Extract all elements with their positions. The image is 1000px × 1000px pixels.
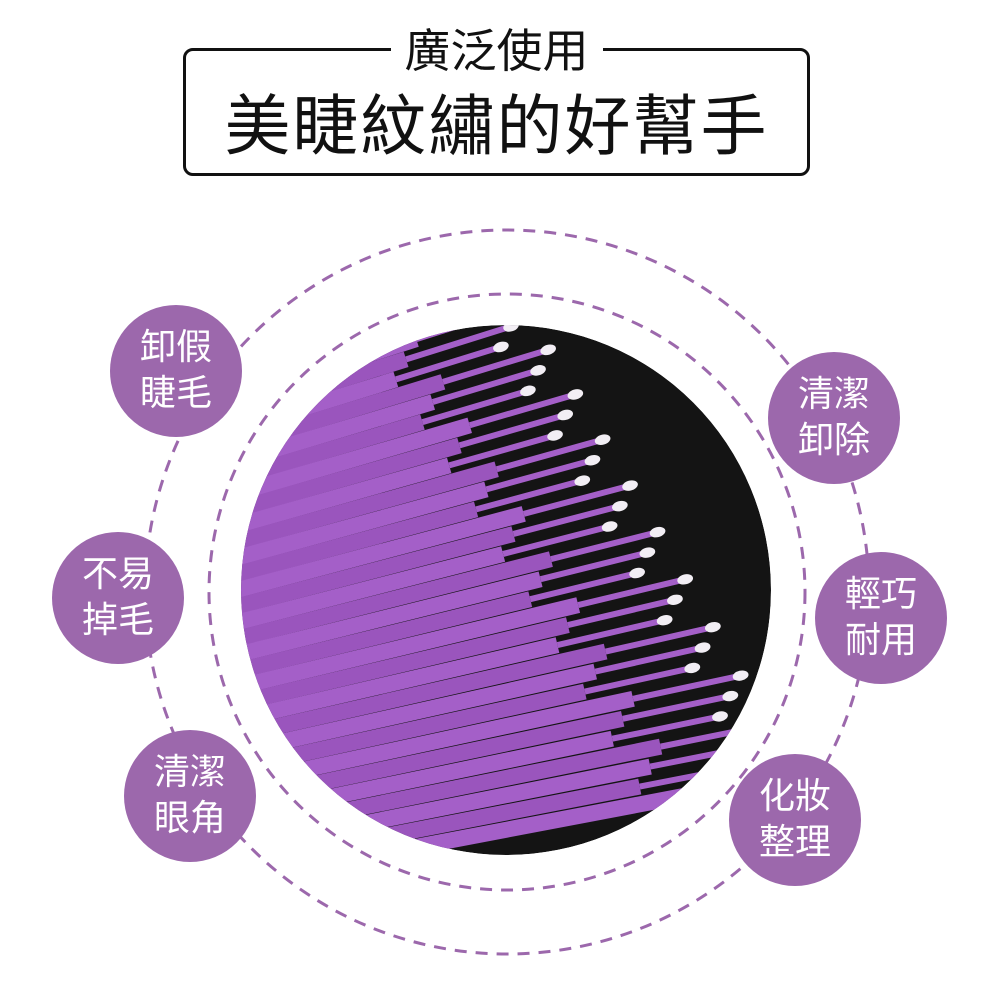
- brush-neck: [475, 477, 584, 513]
- brush-handle: [241, 501, 479, 592]
- brush-neck: [448, 432, 556, 469]
- brush-tip: [557, 409, 574, 421]
- title-box: 廣泛使用: [183, 24, 810, 176]
- brush-handle: [241, 591, 533, 688]
- brush-handle: [241, 394, 436, 480]
- brush-handle: [241, 546, 506, 640]
- brush-neck: [539, 549, 649, 583]
- brush-tip: [540, 344, 556, 356]
- brush-tip: [547, 430, 563, 441]
- brush-tip: [520, 385, 536, 397]
- badge-no-shedding: 不易掉毛: [52, 532, 184, 664]
- brush-tip: [594, 434, 611, 445]
- brush-neck: [556, 617, 666, 648]
- brush-neck: [405, 325, 512, 363]
- brush-neck: [584, 665, 693, 695]
- brush-handle: [241, 481, 489, 576]
- badge-clean-eye-corner: 清潔眼角: [124, 730, 256, 862]
- brush-neck: [567, 596, 676, 629]
- brush-tip: [732, 670, 749, 681]
- brush-neck: [502, 523, 611, 557]
- brush-neck: [380, 283, 485, 317]
- brush-handle: [241, 778, 642, 855]
- brush-tip: [722, 690, 739, 702]
- brush-neck: [594, 644, 704, 675]
- brush-tip: [475, 276, 493, 290]
- brush-tip: [574, 475, 591, 486]
- brush-neck: [611, 713, 721, 742]
- brush-tip: [667, 594, 683, 605]
- brush-handle: [241, 461, 499, 560]
- brush-neck: [485, 457, 594, 493]
- brush-neck: [495, 436, 604, 473]
- brush-neck: [468, 391, 577, 429]
- brush-handle: [241, 414, 425, 496]
- brush-tip: [694, 642, 711, 653]
- main-title: 美睫紋繡的好幫手: [224, 88, 769, 165]
- brush-neck: [550, 529, 659, 563]
- brush-neck: [394, 344, 502, 383]
- brush-neck: [604, 624, 714, 655]
- brush-neck: [622, 693, 731, 722]
- brush-tip: [503, 325, 519, 332]
- brush-tip: [622, 480, 638, 491]
- brush-tip: [684, 662, 701, 674]
- brush-neck: [529, 570, 638, 603]
- brush-tip: [656, 614, 673, 626]
- brush-tip: [649, 526, 666, 538]
- brush-handle: [241, 526, 516, 624]
- brush-neck: [390, 262, 494, 297]
- brush-neck: [421, 387, 529, 425]
- brush-tip: [704, 621, 721, 633]
- brush-tip: [530, 365, 546, 376]
- brush-neck: [431, 367, 539, 405]
- inner-dashed-ring: [207, 292, 807, 892]
- brush-handle: [241, 374, 446, 464]
- brush-tip: [485, 255, 503, 270]
- brush-handle: [241, 787, 690, 855]
- brush-tip: [512, 299, 530, 313]
- brush-tip: [677, 574, 694, 585]
- badge-remove-false-lashes: 卸假睫毛: [110, 305, 242, 437]
- brush-tip: [493, 341, 509, 353]
- badge-makeup-tidy: 化妝整理: [729, 754, 861, 886]
- brush-neck: [442, 346, 550, 385]
- brush-tip: [629, 567, 645, 579]
- brush-tip: [601, 521, 618, 532]
- subtitle: 廣泛使用: [390, 24, 603, 78]
- brush-neck: [577, 576, 686, 608]
- brush-handle: [241, 597, 581, 704]
- brush-neck: [458, 412, 567, 449]
- brush-handle: [241, 571, 543, 672]
- badge-light-durable: 輕巧耐用: [815, 552, 947, 684]
- brush-neck: [512, 503, 621, 537]
- brush-neck: [632, 672, 742, 702]
- badge-clean-remove: 清潔卸除: [768, 352, 900, 484]
- brush-neck: [522, 482, 631, 517]
- brush-tip: [584, 454, 601, 466]
- brush-tip: [567, 389, 584, 400]
- brush-handle: [241, 506, 526, 608]
- brush-tip: [639, 547, 656, 558]
- brush-tip: [712, 711, 728, 722]
- brush-tip: [612, 500, 628, 512]
- brush-handle: [241, 551, 553, 656]
- brush-tip: [465, 296, 483, 310]
- microbrush-photo: [241, 255, 771, 855]
